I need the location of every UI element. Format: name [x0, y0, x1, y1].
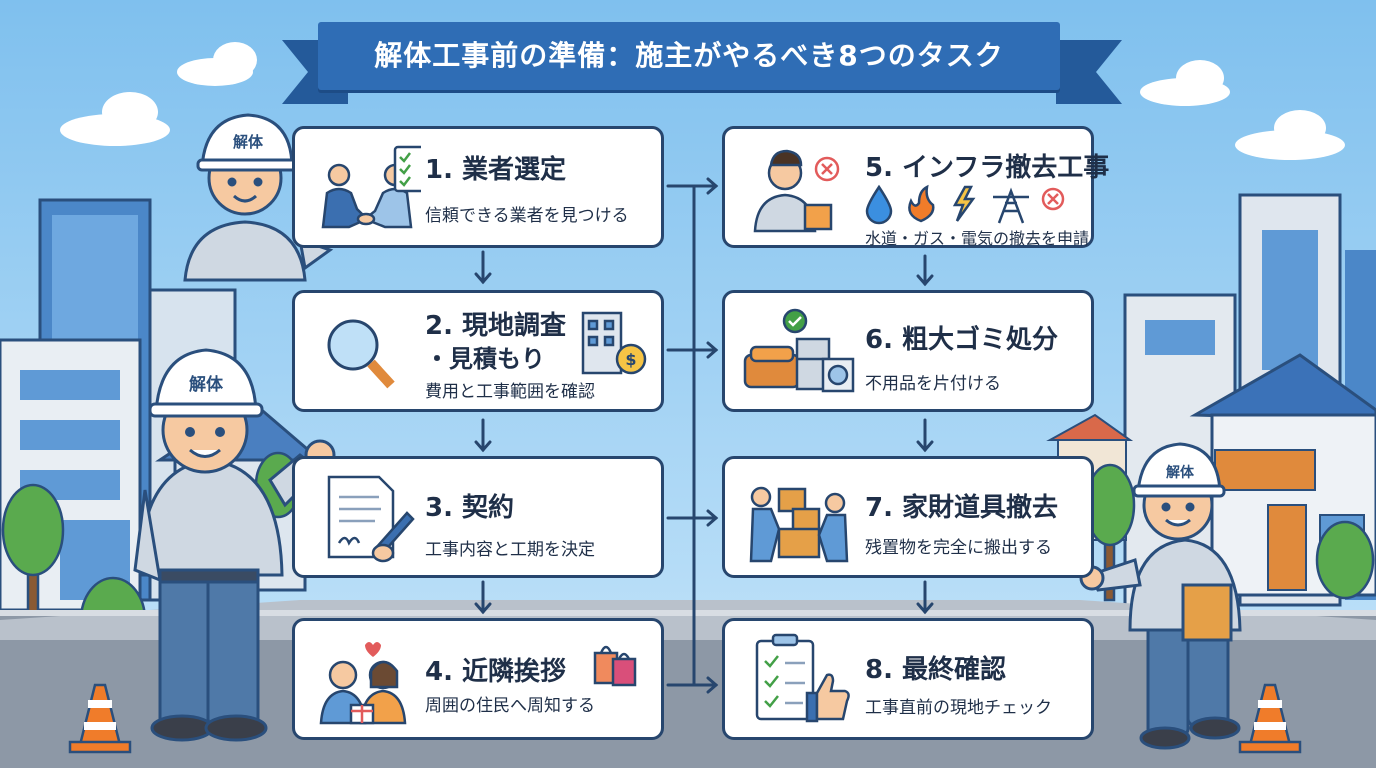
movers-icon	[749, 486, 849, 563]
handshake-icon	[321, 145, 421, 229]
furniture-icon	[743, 308, 855, 393]
svg-text:$: $	[625, 350, 636, 369]
cloud-icon	[60, 42, 1345, 160]
utilities-worker-icon	[753, 149, 840, 233]
traffic-cone-icon	[68, 683, 1302, 754]
worker-left-illustration	[133, 348, 336, 742]
helmet-label-1: 解体	[233, 133, 264, 151]
page-title: 解体工事前の準備：施主がやるべき8つのタスク	[374, 39, 1004, 72]
checklist-thumbs-up-icon	[755, 633, 850, 723]
step-card-3: 3. 契約 工事内容と工期を決定	[292, 456, 664, 578]
step-6-title: 6. 粗大ゴミ処分	[865, 325, 1059, 355]
step-6-desc: 不用品を片付ける	[865, 374, 1001, 394]
contract-icon	[327, 475, 415, 563]
step-5-title: 5. インフラ撤去工事	[865, 153, 1110, 183]
step-2-title: 2. 現地調査	[425, 311, 567, 341]
step-3-title: 3. 契約	[425, 493, 515, 523]
step-4-desc: 周囲の住民へ周知する	[425, 696, 595, 716]
step-7-desc: 残置物を完全に搬出する	[865, 538, 1052, 558]
step-card-8: 8. 最終確認 工事直前の現地チェック	[722, 618, 1094, 740]
step-3-desc: 工事内容と工期を決定	[425, 540, 595, 560]
step-card-2: $ 2. 現地調査 ・見積もり 費用と工事範囲を確認	[292, 290, 664, 412]
step-card-4: 4. 近隣挨拶 周囲の住民へ周知する	[292, 618, 664, 740]
magnifier-icon	[327, 319, 395, 389]
step-1-desc: 信頼できる業者を見つける	[425, 206, 629, 226]
building-coin-icon: $	[581, 311, 647, 375]
helmet-label-3: 解体	[1166, 464, 1195, 481]
step-5-desc: 水道・ガス・電気の撤去を申請	[865, 229, 1090, 248]
step-card-7: 7. 家財道具撤去 残置物を完全に搬出する	[722, 456, 1094, 578]
step-card-5: 5. インフラ撤去工事 水道・ガス・電気の撤去を申請	[722, 126, 1109, 248]
step-4-title: 4. 近隣挨拶	[425, 657, 567, 687]
shopping-bags-icon	[593, 645, 637, 687]
utilities-icon	[865, 184, 1065, 225]
step-2-title-line2: ・見積もり	[425, 345, 545, 373]
title-banner: 解体工事前の準備：施主がやるべき8つのタスク	[318, 22, 1060, 90]
neighbors-icon	[319, 642, 407, 725]
helmet-label-2: 解体	[189, 374, 224, 395]
step-card-6: 6. 粗大ゴミ処分 不用品を片付ける	[722, 290, 1094, 412]
lightning-icon	[952, 185, 976, 222]
gas-flame-icon	[908, 184, 935, 223]
step-card-1: 1. 業者選定 信頼できる業者を見つける	[292, 126, 664, 248]
banner-ribbon-right	[1056, 40, 1122, 104]
power-tower-icon	[993, 187, 1029, 224]
water-drop-icon	[865, 184, 893, 225]
worker-right-illustration	[1079, 442, 1242, 750]
step-7-title: 7. 家財道具撤去	[865, 493, 1059, 523]
step-2-desc: 費用と工事範囲を確認	[425, 382, 595, 402]
step-1-title: 1. 業者選定	[425, 155, 567, 185]
step-8-title: 8. 最終確認	[865, 655, 1007, 685]
step-8-desc: 工事直前の現地チェック	[865, 698, 1052, 718]
